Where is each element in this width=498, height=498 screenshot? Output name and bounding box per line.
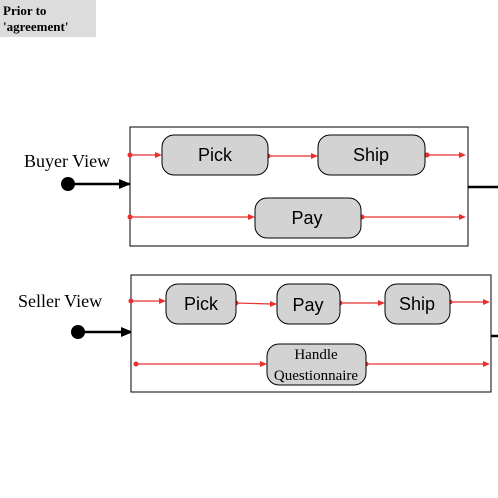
seller-state-ship[interactable]: Ship (384, 283, 451, 325)
buyer-state-pay-label: Pay (291, 208, 322, 228)
handle-label-line-2: Questionnaire (274, 368, 358, 384)
seller-state-pay-label: Pay (292, 295, 323, 315)
seller-state-pay[interactable]: Pay (276, 283, 341, 325)
tag-line-1: Prior to (3, 3, 47, 18)
buyer-transition-ship-exit (424, 152, 466, 158)
buyer-state-pick-label: Pick (198, 145, 233, 165)
seller-view-label: Seller View (18, 291, 102, 311)
buyer-transition-to-pick (127, 152, 162, 158)
buyer-state-pick[interactable]: Pick (161, 134, 269, 176)
buyer-state-pay[interactable]: Pay (254, 197, 362, 239)
buyer-transition-to-pay (127, 214, 255, 220)
buyer-state-ship[interactable]: Ship (317, 134, 426, 176)
buyer-view-label: Buyer View (24, 151, 110, 171)
seller-state-ship-label: Ship (399, 294, 435, 314)
seller-state-handle-questionnaire[interactable]: Handle Questionnaire (266, 343, 367, 386)
seller-transition-to-pick (128, 298, 166, 304)
handle-label-line-1: Handle (294, 347, 338, 363)
buyer-state-ship-label: Ship (353, 145, 389, 165)
seller-state-pick-label: Pick (184, 294, 219, 314)
seller-state-pick[interactable]: Pick (165, 283, 237, 325)
prior-to-agreement-tag: Prior to 'agreement' (0, 0, 96, 37)
seller-transition-to-handle (133, 361, 267, 367)
tag-line-2: 'agreement' (3, 19, 69, 34)
